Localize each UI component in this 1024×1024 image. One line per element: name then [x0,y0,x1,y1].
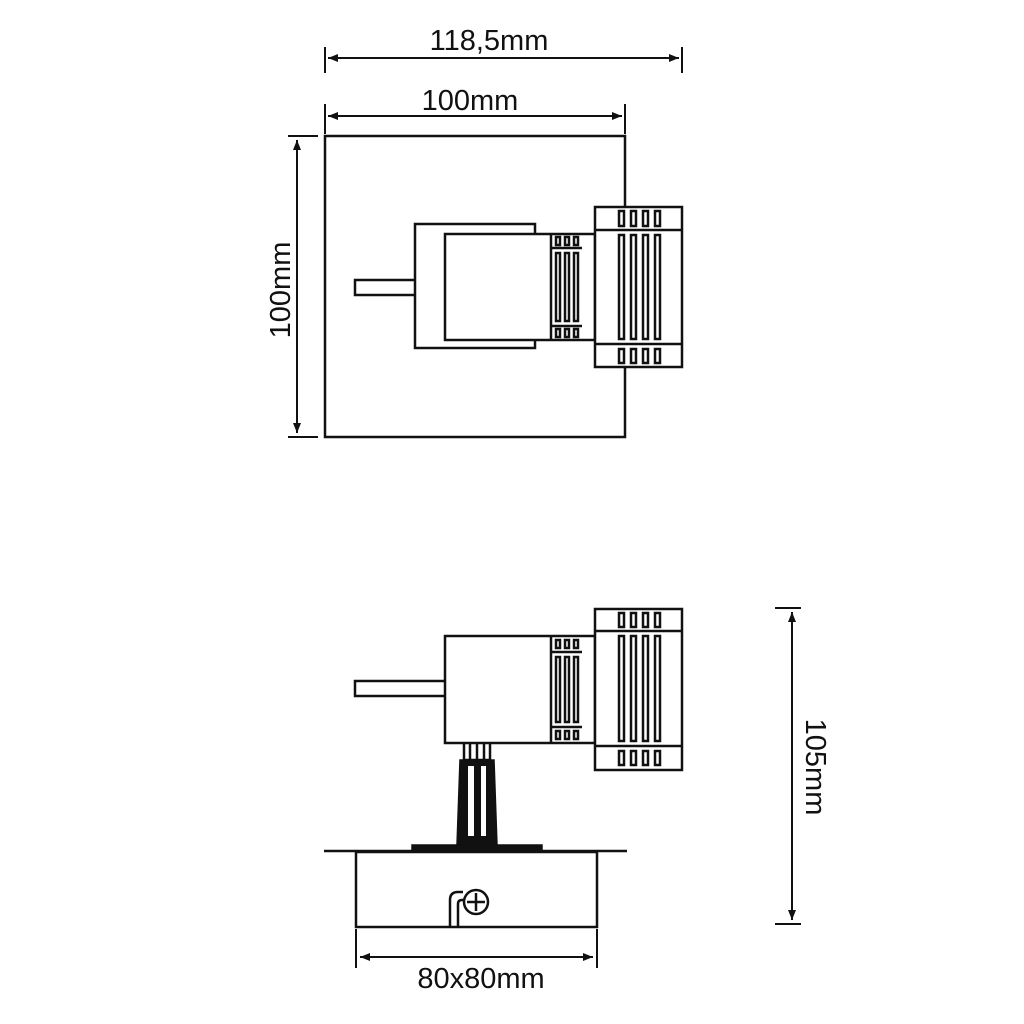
lamp-body [443,232,597,342]
small-cooling-fins [549,636,582,743]
plate-width-label: 100mm [422,85,519,117]
overall-height-dimension: 105mm [775,607,831,925]
mounting-arm [353,679,449,698]
side-view: 105mm 80x80mm [324,607,831,995]
overall-width-label: 118,5mm [430,25,549,57]
lamp-head [593,607,684,772]
stem-base [411,844,543,852]
head-cooling-fins [595,209,682,365]
base-size-dimension: 80x80mm [355,929,598,995]
screw-icon [448,888,490,927]
overall-width-dimension: 118,5mm [324,25,683,73]
plate-width-dimension: 100mm [324,85,626,134]
plate-height-label: 100mm [265,242,297,339]
small-cooling-fins [549,234,582,340]
head-cooling-fins [595,611,682,767]
top-view: 118,5mm 100mm 100mm [265,25,684,439]
lamp-head [593,205,684,369]
base-size-label: 80x80mm [417,963,544,995]
overall-height-label: 105mm [799,719,831,816]
plate-height-dimension: 100mm [265,135,318,438]
adjustable-stem [456,738,498,846]
